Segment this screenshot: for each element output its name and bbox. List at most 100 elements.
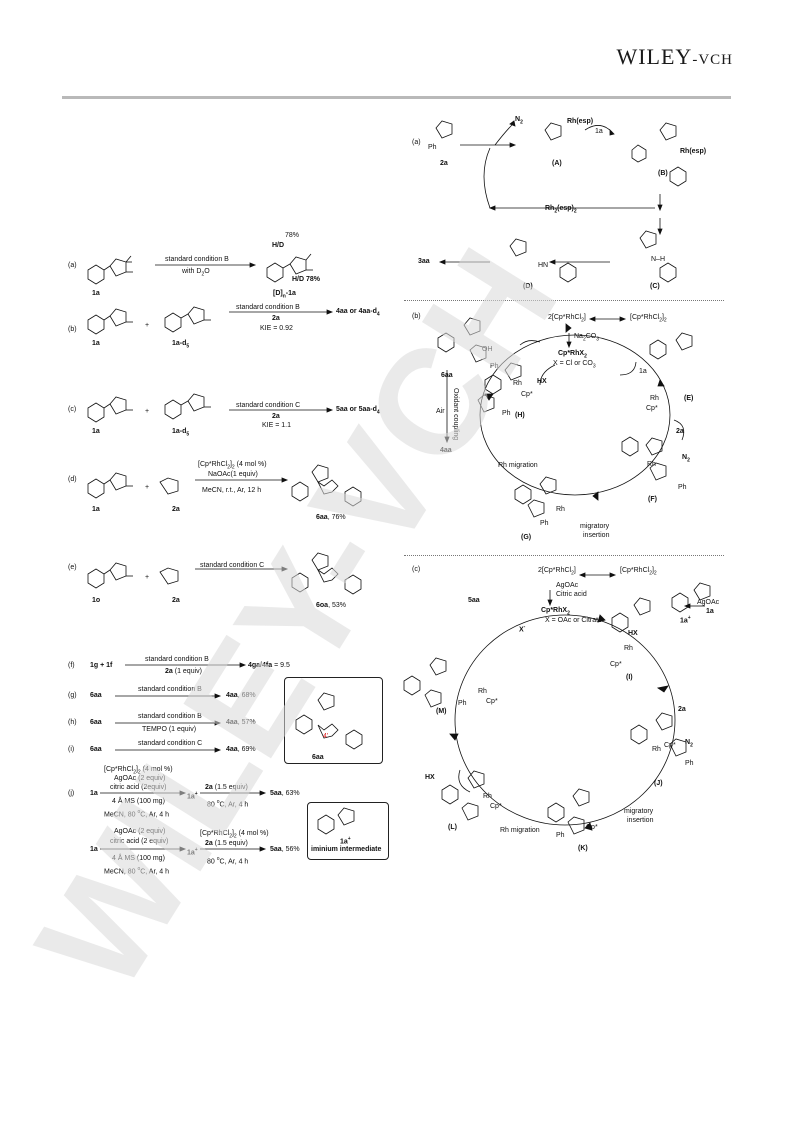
right-b-6aa-oh: OH bbox=[482, 346, 493, 353]
scheme-d-tag: (d) bbox=[68, 476, 77, 483]
j1-mid: 1a+ bbox=[187, 791, 198, 801]
right-b-H-rh: Rh bbox=[513, 380, 522, 387]
right-b-n2: N2 bbox=[682, 454, 690, 464]
cond-f: standard condition B bbox=[145, 656, 209, 663]
cond-b: standard condition B bbox=[236, 304, 300, 311]
j1-c7: 80 oC, Ar, 4 h bbox=[207, 799, 249, 809]
right-a-nh: N–H bbox=[651, 256, 666, 263]
right-a-1a: 1a bbox=[595, 128, 603, 135]
cond-a2: with D2O bbox=[182, 268, 210, 278]
right-c-ag: AgOAc bbox=[556, 582, 579, 589]
right-b-E-rh: Rh bbox=[650, 395, 659, 402]
cat-d: [Cp*RhCl2]2 (4 mol %) bbox=[198, 461, 267, 471]
right-a-ph: Ph bbox=[428, 144, 437, 151]
j2-c7: 80 oC, Ar, 4 h bbox=[207, 856, 249, 866]
j2-c4: 4 Å MS (100 mg) bbox=[112, 855, 165, 862]
scheme-b-tag: (b) bbox=[68, 326, 77, 333]
publisher-main: WILEY bbox=[616, 44, 693, 69]
prod-b: 4aa or 4aa-d4 bbox=[336, 308, 380, 318]
right-b-G-ph: Ph bbox=[540, 520, 549, 527]
add-d: NaOAc(1 equiv) bbox=[208, 471, 258, 478]
right-a-B: (B) bbox=[658, 170, 668, 177]
right-c-K-cp: Cp* bbox=[586, 824, 598, 831]
cond-i: standard condition C bbox=[138, 740, 203, 747]
right-c-xm: X- bbox=[519, 624, 526, 634]
right-c-J: (J) bbox=[654, 780, 663, 787]
sm-h: 6aa bbox=[90, 719, 102, 726]
prod-i: 4aa, 69% bbox=[226, 746, 256, 753]
right-c-L-rh: Rh bbox=[483, 793, 492, 800]
prod-c: 5aa or 5aa-d4 bbox=[336, 406, 380, 416]
right-c-n2: N2 bbox=[685, 739, 693, 749]
right-b-tag: (b) bbox=[412, 313, 421, 320]
j1-c1: [Cp*RhCl2]2 (4 mol %) bbox=[104, 766, 173, 776]
right-c-migr2: insertion bbox=[627, 817, 654, 824]
right-a-tag: (a) bbox=[412, 139, 421, 146]
scheme-f-tag: (f) bbox=[68, 662, 75, 669]
right-b-base: Na2CO3 bbox=[574, 333, 600, 343]
right-b-H-cp: Cp* bbox=[521, 391, 533, 398]
right-c-M-ph: Ph bbox=[458, 700, 467, 707]
right-b-6aa-ph: Ph bbox=[490, 363, 499, 370]
right-c-1a: 1a bbox=[706, 608, 714, 615]
right-b-oxc: Oxidant coupling bbox=[452, 388, 459, 441]
right-c-hx2: HX bbox=[425, 774, 435, 781]
box-6aa-mark: 4' bbox=[323, 733, 329, 740]
right-b-E: (E) bbox=[684, 395, 694, 402]
right-c-tag: (c) bbox=[412, 566, 421, 573]
reagent-b: 2a bbox=[272, 315, 280, 322]
j1-c4: 4 Å MS (100 mg) bbox=[112, 798, 165, 805]
right-b-dimer: [Cp*RhCl2]2 bbox=[630, 314, 667, 324]
cond-e: standard condition C bbox=[200, 562, 265, 569]
right-c-dimer: [Cp*RhCl2]2 bbox=[620, 567, 657, 577]
scheme-i-tag: (i) bbox=[68, 746, 75, 753]
kie-c: KIE = 1.1 bbox=[262, 422, 291, 429]
right-c-rhmig: Rh migration bbox=[500, 827, 540, 834]
cond-c: standard condition C bbox=[236, 402, 301, 409]
right-b-migr2: insertion bbox=[583, 532, 610, 539]
plus-b: + bbox=[145, 322, 150, 329]
sm-g: 6aa bbox=[90, 692, 102, 699]
right-c-citric: Citric acid bbox=[556, 591, 587, 598]
cond-a: standard condition B bbox=[165, 256, 229, 263]
right-c-2a: 2a bbox=[678, 706, 686, 713]
right-c-iminium: 1a+ bbox=[680, 615, 691, 625]
right-a-A-rh: Rh(esp) bbox=[567, 118, 594, 125]
j1-prod: 5aa, 63% bbox=[270, 790, 300, 797]
right-b-migr1: migratory bbox=[580, 523, 610, 530]
right-b-x: X = Cl or CO3 bbox=[553, 360, 596, 370]
reagent-c: 2a bbox=[272, 413, 280, 420]
right-b-E-cp: Cp* bbox=[646, 405, 658, 412]
right-c-J-cp: Cp* bbox=[664, 742, 676, 749]
box-6aa bbox=[284, 677, 383, 764]
j1-c5: MeCN, 80 oC, Ar, 4 h bbox=[104, 809, 170, 819]
pct-right: H/D 78% bbox=[292, 276, 321, 283]
label-1a-d: 1a bbox=[92, 506, 100, 513]
right-b-H-ph: Ph bbox=[502, 410, 511, 417]
scheme-e-tag: (e) bbox=[68, 564, 77, 571]
right-c-I: (I) bbox=[626, 674, 633, 681]
j2-c6: 2a (1.5 equiv) bbox=[205, 840, 248, 847]
right-c-K: (K) bbox=[578, 845, 588, 852]
label-1o-e: 1o bbox=[92, 597, 101, 604]
scheme-a-tag: (a) bbox=[68, 262, 77, 269]
right-c-M-rh: Rh bbox=[478, 688, 487, 695]
label-dn-1a: [D]n-1a bbox=[273, 290, 296, 300]
label-1a-c: 1a bbox=[92, 428, 100, 435]
right-a-2a: 2a bbox=[440, 160, 448, 167]
j2-prod: 5aa, 56% bbox=[270, 846, 300, 853]
right-a-C: (C) bbox=[650, 283, 660, 290]
plus-c: + bbox=[145, 408, 150, 415]
prod-f: 4ga/4fa = 9.5 bbox=[248, 662, 290, 669]
cond-g: standard condition B bbox=[138, 686, 202, 693]
scheme-g-tag: (g) bbox=[68, 692, 77, 699]
publisher-suffix: -VCH bbox=[692, 52, 733, 68]
right-b-F: (F) bbox=[648, 496, 657, 503]
right-a-3aa: 3aa bbox=[418, 258, 430, 265]
right-b-active: Cp*RhX2 bbox=[558, 350, 587, 360]
label-2a-e: 2a bbox=[172, 597, 180, 604]
box-iminium-label: 1a+ bbox=[340, 836, 351, 846]
benzene-ring bbox=[87, 264, 105, 285]
